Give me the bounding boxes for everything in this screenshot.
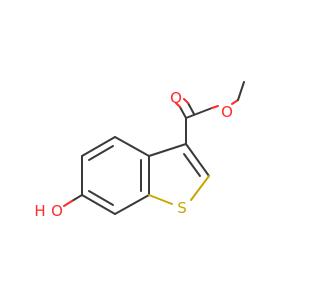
bond-c3a-c3	[148, 143, 187, 157]
bond-c4-c5	[81, 136, 116, 157]
bond-ohydroxyl-red	[63, 200, 73, 207]
bond-ocarbonyl-red-2	[183, 98, 189, 104]
bond-c3-c2	[185, 143, 210, 177]
bond-c2-s	[190, 175, 210, 201]
bond-c6-ohydroxyl	[71, 194, 83, 202]
thiophene-ring	[148, 143, 210, 205]
bond-ocarbonyl-red	[175, 102, 181, 108]
bond-oester-red	[211, 105, 219, 109]
bond-c6-c7-inner	[88, 190, 114, 206]
bond-c3-c2-inner	[183, 153, 201, 177]
bond-c7-c7a	[114, 194, 150, 215]
bond-ccarbonyl-ocarbonyl-2	[187, 102, 195, 115]
oxygen-carbonyl-label: O	[170, 89, 182, 107]
bond-c6-c7	[81, 194, 116, 215]
bond-ccarbonyl-oester	[185, 107, 213, 119]
oxygen-ester-label: O	[221, 103, 233, 121]
oxygen-hydroxyl-label: O	[51, 202, 63, 220]
molecule-structure: O O O H S	[34, 81, 245, 220]
hydroxyl-group	[63, 194, 83, 207]
bond-c3a-c4	[114, 136, 150, 157]
bond-oester-methyl-red	[231, 99, 239, 105]
ester-group	[175, 81, 245, 145]
bond-c4-c5-inner	[88, 145, 114, 161]
hydrogen-hydroxyl-label: H	[34, 202, 45, 220]
benzene-ring	[81, 136, 150, 215]
bond-s-c7a	[148, 194, 173, 205]
bond-oester-methyl	[237, 81, 245, 101]
bond-ccarbonyl-ocarbonyl	[179, 106, 187, 119]
sulfur-label: S	[177, 199, 187, 217]
